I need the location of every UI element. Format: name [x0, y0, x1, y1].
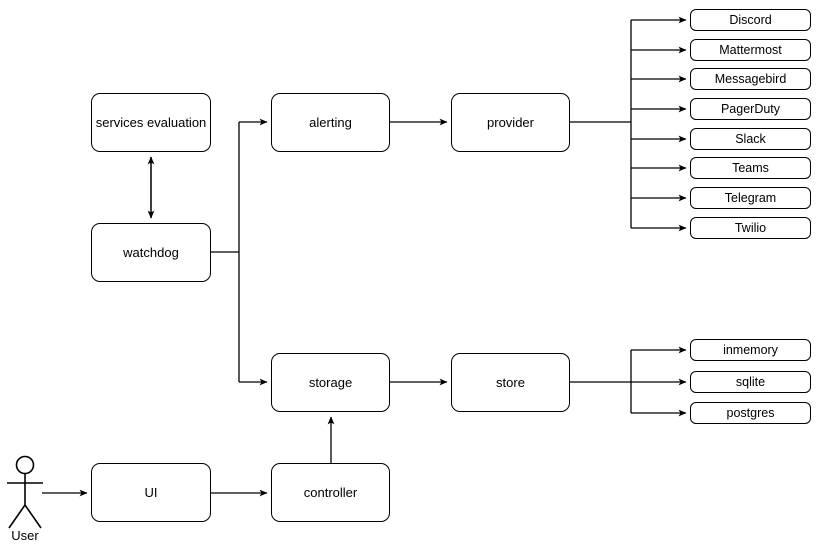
node-provider[interactable]: provider — [451, 93, 570, 152]
node-provider-teams[interactable]: Teams — [690, 157, 811, 179]
node-storage[interactable]: storage — [271, 353, 390, 412]
node-alerting[interactable]: alerting — [271, 93, 390, 152]
node-store[interactable]: store — [451, 353, 570, 412]
node-provider-slack[interactable]: Slack — [690, 128, 811, 150]
stick-figure-actor-icon — [7, 455, 43, 529]
node-controller[interactable]: controller — [271, 463, 390, 522]
node-provider-telegram[interactable]: Telegram — [690, 187, 811, 209]
node-watchdog[interactable]: watchdog — [91, 223, 211, 282]
node-store-inmemory[interactable]: inmemory — [690, 339, 811, 361]
node-provider-twilio[interactable]: Twilio — [690, 217, 811, 239]
actor-label-user: User — [11, 528, 39, 543]
node-provider-mattermost[interactable]: Mattermost — [690, 39, 811, 61]
node-services-evaluation[interactable]: services evaluation — [91, 93, 211, 152]
node-provider-discord[interactable]: Discord — [690, 9, 811, 31]
node-store-sqlite[interactable]: sqlite — [690, 371, 811, 393]
node-provider-messagebird[interactable]: Messagebird — [690, 68, 811, 90]
node-provider-pagerduty[interactable]: PagerDuty — [690, 98, 811, 120]
node-ui[interactable]: UI — [91, 463, 211, 522]
node-store-postgres[interactable]: postgres — [690, 402, 811, 424]
